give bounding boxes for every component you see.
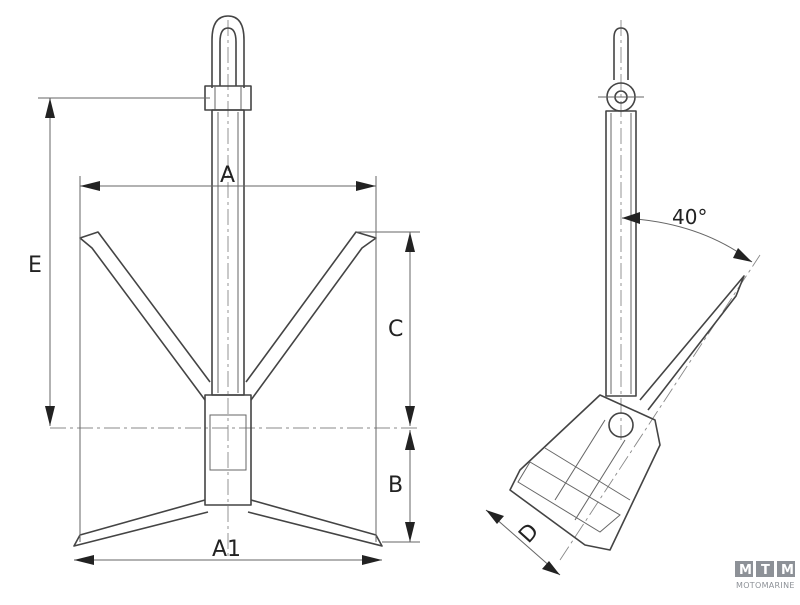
dimension-a-label: A [220, 163, 235, 188]
watermark-letter-3: M [781, 563, 794, 578]
fluke-axis [559, 254, 761, 561]
side-shackle [613, 27, 629, 80]
dimension-a1-label: A1 [212, 537, 241, 562]
dimension-c-label: C [388, 317, 403, 342]
side-view: 40° D [485, 20, 761, 576]
watermark-letter-2: T [761, 563, 770, 578]
dimension-e-label: E [28, 253, 42, 278]
shackle [211, 15, 245, 88]
dimension-b-label: B [388, 473, 403, 498]
left-fluke [79, 231, 211, 401]
motomarine-watermark: M T M MOTOMARINE [735, 561, 795, 590]
angle-label: 40° [672, 205, 707, 229]
watermark-letter-1: M [739, 563, 752, 578]
side-crown-pivot [608, 412, 634, 438]
shackle-inner [219, 27, 237, 86]
side-fluke-rod [639, 275, 745, 411]
dimension-d-label: D [514, 519, 544, 548]
crown [204, 394, 252, 506]
watermark-subtitle: MOTOMARINE [736, 581, 795, 590]
side-shank [605, 110, 637, 397]
left-stock-arm [73, 499, 209, 547]
right-stock-arm [247, 499, 383, 547]
front-view: A A1 E C B [28, 15, 420, 565]
right-fluke [245, 231, 377, 401]
side-fluke-frame [509, 394, 661, 551]
